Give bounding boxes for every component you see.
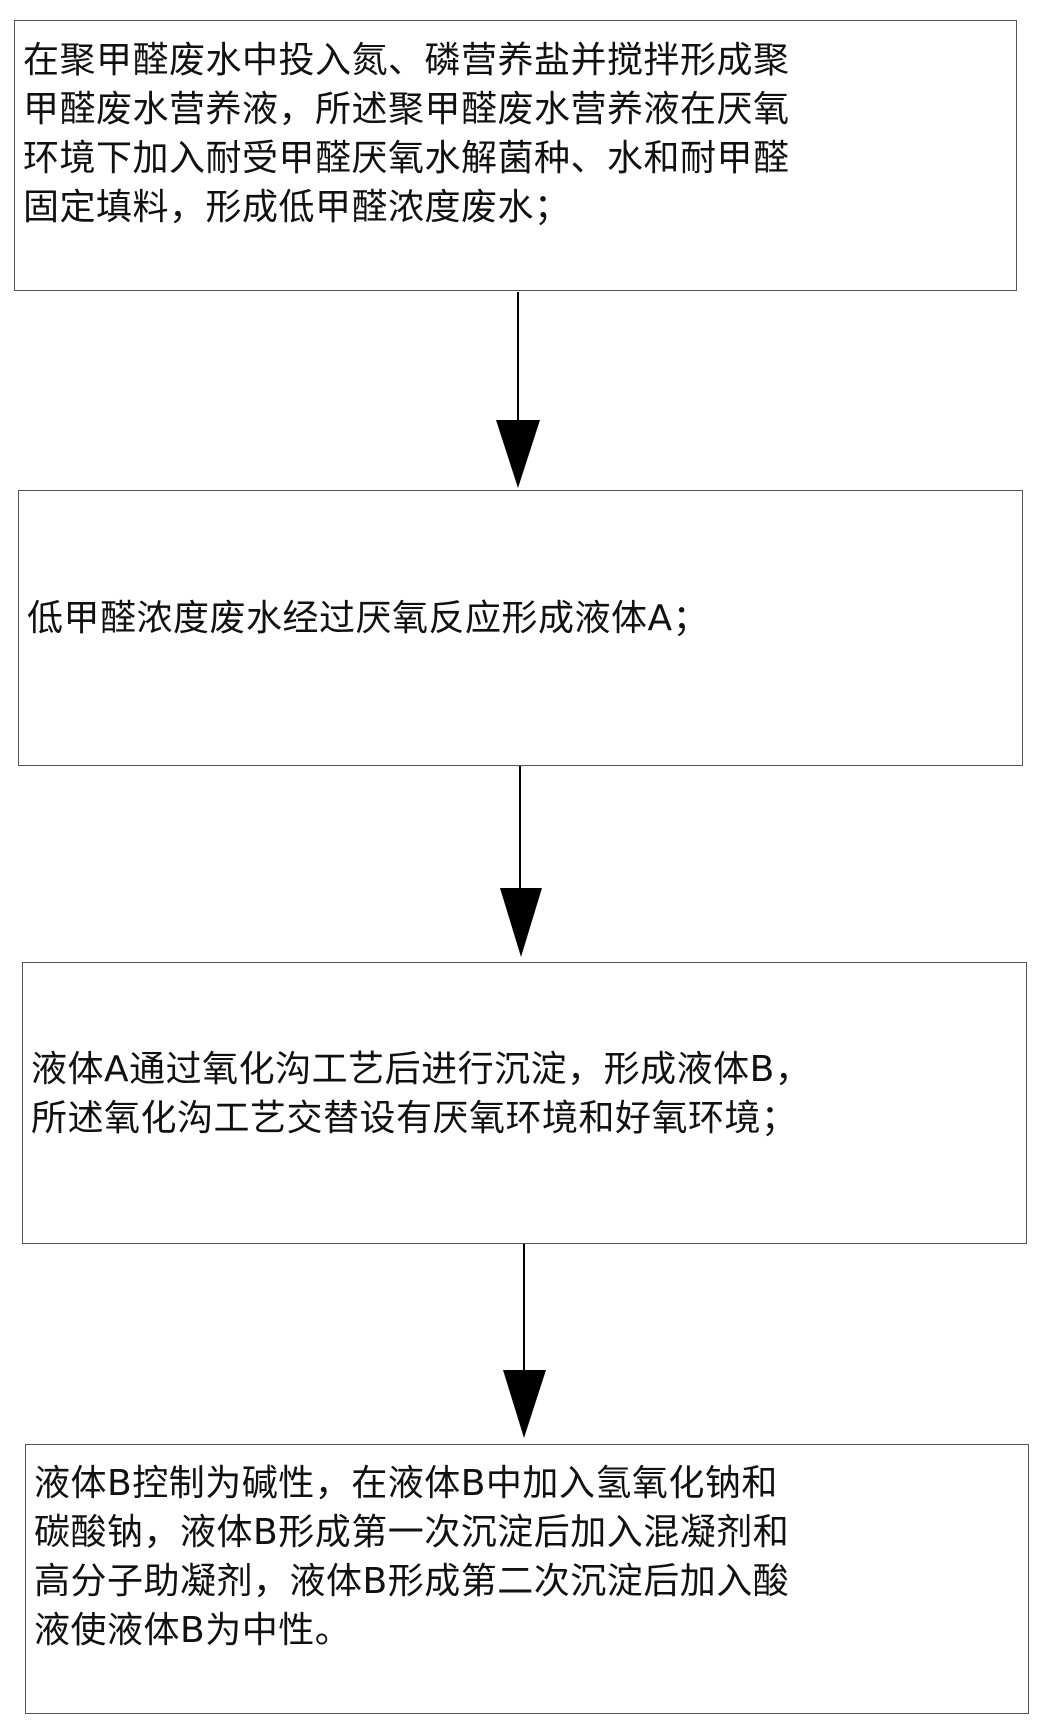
step-4-line-1: 液体B控制为碱性，在液体B中加入氢氧化钠和 (34, 1463, 778, 1504)
arrow-head (503, 1370, 546, 1438)
step-box-1: 在聚甲醛废水中投入氮、磷营养盐并搅拌形成聚 甲醛废水营养液，所述聚甲醛废水营养液… (14, 20, 1017, 291)
step-3-line-1: 液体A通过氧化沟工艺后进行沉淀，形成液体B， (31, 1049, 812, 1090)
arrow-step2-to-step3 (500, 766, 542, 957)
step-3-line-2: 所述氧化沟工艺交替设有厌氧环境和好氧环境； (31, 1098, 798, 1139)
step-box-3: 液体A通过氧化沟工艺后进行沉淀，形成液体B， 所述氧化沟工艺交替设有厌氧环境和好… (22, 962, 1027, 1244)
arrow-head (500, 888, 542, 957)
arrow-head (496, 420, 540, 488)
arrow-step3-to-step4 (503, 1244, 546, 1438)
arrow-step1-to-step2 (496, 292, 540, 488)
step-4-line-3: 高分子助凝剂，液体B形成第二次沉淀后加入酸 (34, 1561, 790, 1602)
step-1-line-1: 在聚甲醛废水中投入氮、磷营养盐并搅拌形成聚 (23, 40, 790, 81)
step-box-2: 低甲醛浓度废水经过厌氧反应形成液体A； (18, 490, 1023, 766)
step-3-text: 液体A通过氧化沟工艺后进行沉淀，形成液体B， 所述氧化沟工艺交替设有厌氧环境和好… (31, 1045, 1016, 1143)
step-box-4: 液体B控制为碱性，在液体B中加入氢氧化钠和 碳酸钠，液体B形成第一次沉淀后加入混… (25, 1444, 1029, 1714)
step-4-line-4: 液使液体B为中性。 (34, 1610, 352, 1651)
step-2-line-1: 低甲醛浓度废水经过厌氧反应形成液体A； (27, 598, 710, 639)
step-1-line-3: 环境下加入耐受甲醛厌氧水解菌种、水和耐甲醛 (23, 138, 790, 179)
step-2-text: 低甲醛浓度废水经过厌氧反应形成液体A； (27, 594, 1012, 643)
step-1-text: 在聚甲醛废水中投入氮、磷营养盐并搅拌形成聚 甲醛废水营养液，所述聚甲醛废水营养液… (23, 36, 1006, 232)
step-1-line-2: 甲醛废水营养液，所述聚甲醛废水营养液在厌氧 (23, 89, 790, 130)
step-4-text: 液体B控制为碱性，在液体B中加入氢氧化钠和 碳酸钠，液体B形成第一次沉淀后加入混… (34, 1459, 1018, 1655)
step-1-line-4: 固定填料，形成低甲醛浓度废水； (23, 187, 571, 228)
step-4-line-2: 碳酸钠，液体B形成第一次沉淀后加入混凝剂和 (34, 1512, 790, 1553)
